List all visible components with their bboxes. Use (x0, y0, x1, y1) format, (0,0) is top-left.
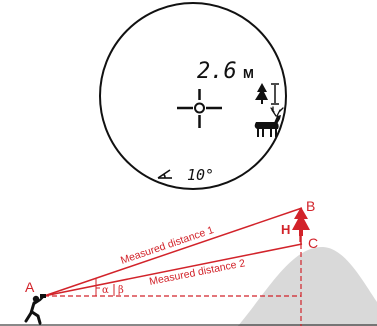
person-icon (24, 294, 46, 325)
viewfinder-display: 2.6 M (99, 2, 287, 190)
distance-value: 2.6 (197, 59, 237, 84)
angle-value: 10° (187, 166, 214, 184)
alpha-marker (95, 287, 100, 296)
distance-unit: M (243, 66, 254, 81)
measured-distance-1-label: Measured distance 1 (119, 224, 215, 267)
viewfinder-circle (99, 2, 287, 190)
deer-icon (254, 106, 284, 137)
alpha-label: α (102, 285, 109, 296)
measured-line-1 (43, 207, 303, 297)
point-c-label: C (308, 235, 318, 251)
crosshair-icon (177, 89, 222, 128)
point-a-label: A (25, 279, 35, 295)
beta-label: β (118, 285, 124, 296)
measured-distance-2-label: Measured distance 2 (148, 257, 246, 288)
measurement-diagram: A B C H Measured distance 1 Measured dis… (0, 198, 377, 326)
tree-height-icon (255, 83, 279, 105)
point-b-label: B (306, 198, 315, 214)
measured-line-2 (43, 243, 303, 297)
angle-icon (157, 169, 172, 179)
height-label: H (281, 222, 290, 237)
tree-icon (292, 207, 310, 236)
hill (238, 246, 377, 326)
